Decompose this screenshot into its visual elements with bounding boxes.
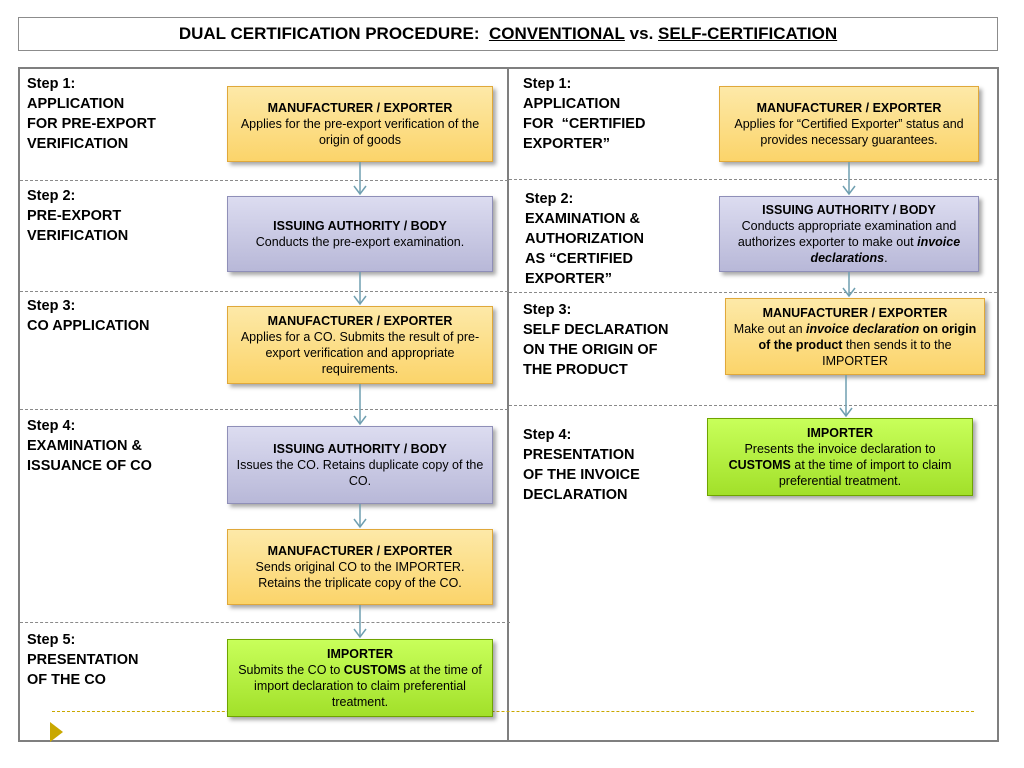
box-body: Make out an invoice declaration on origi…: [733, 321, 977, 368]
box-heading: MANUFACTURER / EXPORTER: [267, 314, 453, 328]
left-step-2-label: Step 2: PRE-EXPORT VERIFICATION: [27, 188, 129, 244]
box-heading: MANUFACTURER / EXPORTER: [267, 544, 453, 558]
arrow-down-icon: [353, 162, 367, 196]
box-heading: IMPORTER: [807, 426, 873, 440]
right-row-separator: [509, 405, 997, 406]
right-row-separator: [509, 179, 997, 180]
left-step-4-label: Step 4: EXAMINATION & ISSUANCE OF CO: [27, 418, 152, 474]
arrow-down-icon: [842, 272, 856, 298]
box-heading: ISSUING AUTHORITY / BODY: [273, 219, 447, 233]
left-step-3-label: Step 3: CO APPLICATION: [27, 298, 150, 334]
box-heading: MANUFACTURER / EXPORTER: [756, 101, 942, 115]
right-box-manufacturer-apply: MANUFACTURER / EXPORTER Applies for “Cer…: [719, 86, 979, 162]
box-heading: MANUFACTURER / EXPORTER: [762, 305, 948, 320]
right-row-separator: [509, 292, 997, 293]
left-box-manufacturer-co-application: MANUFACTURER / EXPORTER Applies for a CO…: [227, 306, 493, 384]
box-heading: ISSUING AUTHORITY / BODY: [762, 203, 936, 217]
column-divider: [507, 67, 509, 742]
arrow-down-icon: [353, 384, 367, 426]
play-triangle-icon: [50, 722, 63, 742]
arrow-down-icon: [839, 375, 853, 418]
left-row-separator: [20, 409, 508, 410]
left-step-1-label: Step 1: APPLICATION FOR PRE-EXPORT VERIF…: [27, 76, 156, 152]
left-box-issuing-authority-exam: ISSUING AUTHORITY / BODY Conducts the pr…: [227, 196, 493, 272]
box-body: Conducts the pre-export examination.: [255, 235, 465, 249]
arrow-down-icon: [353, 272, 367, 306]
left-row-separator: [20, 622, 510, 623]
box-body: Issues the CO. Retains duplicate copy of…: [236, 458, 484, 488]
arrow-down-icon: [842, 162, 856, 196]
page-title: DUAL CERTIFICATION PROCEDURE: CONVENTION…: [18, 17, 998, 51]
footer-separator: [52, 711, 974, 712]
right-step-1-label: Step 1: APPLICATION FOR “CERTIFIED EXPOR…: [523, 76, 646, 152]
box-heading: IMPORTER: [327, 647, 393, 661]
box-body: Sends original CO to the IMPORTER. Retai…: [255, 560, 465, 590]
left-box-issuing-authority-issue: ISSUING AUTHORITY / BODY Issues the CO. …: [227, 426, 493, 504]
title-conventional: CONVENTIONAL: [488, 24, 625, 43]
left-box-manufacturer-send-co: MANUFACTURER / EXPORTER Sends original C…: [227, 529, 493, 605]
right-step-3-label: Step 3: SELF DECLARATION ON THE ORIGIN O…: [523, 302, 669, 378]
right-box-manufacturer-invoice-declaration: MANUFACTURER / EXPORTER Make out an invo…: [725, 298, 985, 375]
box-body: Applies for the pre-export verification …: [240, 117, 480, 147]
left-step-5-label: Step 5: PRESENTATION OF THE CO: [27, 632, 139, 688]
title-part1: DUAL CERTIFICATION PROCEDURE:: [178, 24, 489, 43]
title-vs: vs.: [624, 24, 659, 43]
right-box-issuing-authority-authorize: ISSUING AUTHORITY / BODY Conducts approp…: [719, 196, 979, 272]
arrow-down-icon: [353, 605, 367, 639]
box-body: Applies for a CO. Submits the result of …: [240, 330, 480, 376]
box-body: Conducts appropriate examination and aut…: [737, 219, 961, 265]
box-heading: MANUFACTURER / EXPORTER: [267, 101, 453, 115]
arrow-down-icon: [353, 504, 367, 529]
right-box-importer: IMPORTER Presents the invoice declaratio…: [707, 418, 973, 496]
box-body: Applies for “Certified Exporter” status …: [734, 117, 964, 147]
box-body: Submits the CO to CUSTOMS at the time of…: [238, 663, 482, 709]
left-box-manufacturer-apply: MANUFACTURER / EXPORTER Applies for the …: [227, 86, 493, 162]
right-step-2-label: Step 2: EXAMINATION & AUTHORIZATION AS “…: [525, 191, 644, 287]
title-self-certification: SELF-CERTIFICATION: [658, 24, 838, 43]
left-row-separator: [20, 291, 508, 292]
left-row-separator: [20, 180, 508, 181]
box-heading: ISSUING AUTHORITY / BODY: [273, 442, 447, 456]
box-body: Presents the invoice declaration to CUST…: [728, 442, 952, 488]
left-box-importer: IMPORTER Submits the CO to CUSTOMS at th…: [227, 639, 493, 717]
right-step-4-label: Step 4: PRESENTATION OF THE INVOICE DECL…: [523, 427, 640, 503]
